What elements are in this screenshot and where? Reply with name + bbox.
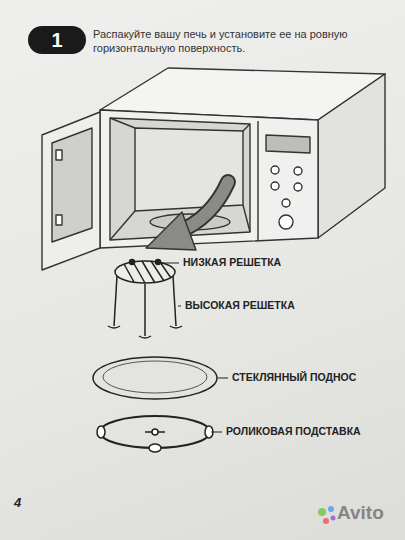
- instruction-text: Распакуйте вашу печь и установите ее на …: [93, 27, 361, 55]
- step-number: 1: [51, 29, 62, 51]
- part-label: СТЕКЛЯННЫЙ ПОДНОС: [232, 371, 356, 383]
- part-label: РОЛИКОВАЯ ПОДСТАВКА: [226, 425, 361, 437]
- page-number: 4: [14, 495, 21, 510]
- part-label: НИЗКАЯ РЕШЕТКА: [183, 256, 281, 268]
- step-badge: 1: [28, 26, 86, 54]
- watermark: Avito: [337, 502, 384, 524]
- part-label: ВЫСОКАЯ РЕШЕТКА: [185, 299, 295, 311]
